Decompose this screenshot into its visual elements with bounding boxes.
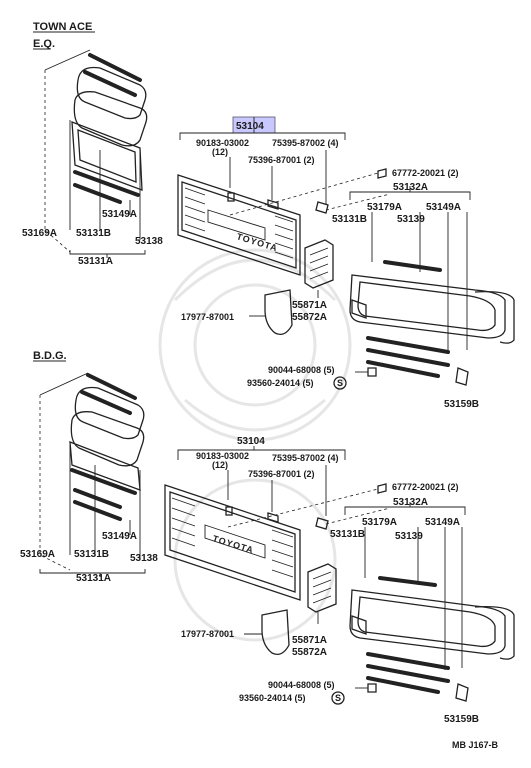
label-53179A-bottom: 53179A [362, 517, 397, 528]
label-67772-bottom: 67772-20021 (2) [392, 482, 459, 492]
emblem-17977-top [264, 289, 293, 336]
label-53149A-top-right: 53149A [426, 202, 461, 213]
label-17977-bottom: 17977-87001 [181, 629, 234, 639]
label-53149A-bottom-right: 53149A [425, 517, 460, 528]
label-53131B-bottom-left: 53131B [74, 549, 109, 560]
label-75395-bottom: 75395-87002 (4) [272, 453, 339, 463]
clip-67772-bottom [377, 483, 387, 494]
grille-bracket-bottom [307, 563, 337, 624]
screw-symbol-text: S [337, 378, 343, 388]
label-53138-top: 53138 [135, 236, 163, 247]
label-75396-bottom: 75396-87001 (2) [248, 469, 315, 479]
bracket-53104-top [179, 132, 346, 140]
emblem-17977-bottom [261, 609, 290, 656]
header-bdg: B.D.G. [33, 350, 67, 362]
label-12-top: (12) [212, 147, 228, 157]
label-53131A-bottom: 53131A [76, 573, 111, 584]
bracket-53104-bottom [177, 449, 346, 460]
label-67772-top: 67772-20021 (2) [392, 168, 459, 178]
label-55871A-top: 55871A [292, 300, 327, 311]
footer-code: MB J167-B [452, 740, 499, 750]
label-53159B-bottom: 53159B [444, 714, 479, 725]
label-53104-bottom[interactable]: 53104 [237, 436, 265, 447]
label-53159B-top: 53159B [444, 399, 479, 410]
label-53169A-top: 53169A [22, 228, 57, 239]
toyota-badge-bottom: TOYOTA [211, 533, 255, 555]
label-93560-top: 93560-24014 (5) [247, 378, 314, 388]
right-lamp-assembly-bottom [344, 502, 515, 702]
label-53104-top[interactable]: 53104 [236, 121, 264, 132]
label-53149A-top-left: 53149A [102, 209, 137, 220]
label-53169A-bottom: 53169A [20, 549, 55, 560]
label-90044-top: 90044-68008 (5) [268, 365, 335, 375]
label-90044-bottom: 90044-68008 (5) [268, 680, 335, 690]
label-75396-top: 75396-87001 (2) [248, 155, 315, 165]
front-grille-top [177, 174, 329, 276]
left-lamp-assembly-top [44, 49, 148, 258]
label-53149A-bottom-left: 53149A [102, 531, 137, 542]
label-53131B-top-right: 53131B [332, 214, 367, 225]
label-53139-top: 53139 [397, 214, 425, 225]
screw-symbol-text: S [335, 693, 341, 703]
left-lamp-assembly-bottom [39, 372, 146, 577]
label-55872A-bottom: 55872A [292, 647, 327, 658]
label-17977-top: 17977-87001 [181, 312, 234, 322]
screw-symbol-icon [331, 691, 345, 705]
bolt-90044-top [367, 367, 377, 377]
label-75395-top: 75395-87002 (4) [272, 138, 339, 148]
header-eq: E.Q. [33, 38, 55, 50]
bolt-90044-bottom [367, 683, 377, 693]
label-55872A-top: 55872A [292, 312, 327, 323]
label-53139-bottom: 53139 [395, 531, 423, 542]
header-town-ace: TOWN ACE [33, 21, 92, 33]
label-53131B-top-left: 53131B [76, 228, 111, 239]
clip-67772-top [377, 168, 387, 179]
right-lamp-assembly-top [349, 186, 515, 386]
label-53132A-top: 53132A [393, 182, 428, 193]
label-90183-bottom: 90183-03002 [196, 451, 249, 461]
label-55871A-bottom: 55871A [292, 635, 327, 646]
label-90183-top: 90183-03002 [196, 138, 249, 148]
label-53131B-bottom-right: 53131B [330, 529, 365, 540]
screw-symbol-icon [333, 376, 347, 390]
grille-bracket-top [304, 239, 334, 298]
label-53138-bottom: 53138 [130, 553, 158, 564]
label-53131A-top: 53131A [78, 256, 113, 267]
label-53179A-top: 53179A [367, 202, 402, 213]
label-53132A-bottom: 53132A [393, 497, 428, 508]
label-12-bottom: (12) [212, 460, 228, 470]
label-93560-bottom: 93560-24014 (5) [239, 693, 306, 703]
